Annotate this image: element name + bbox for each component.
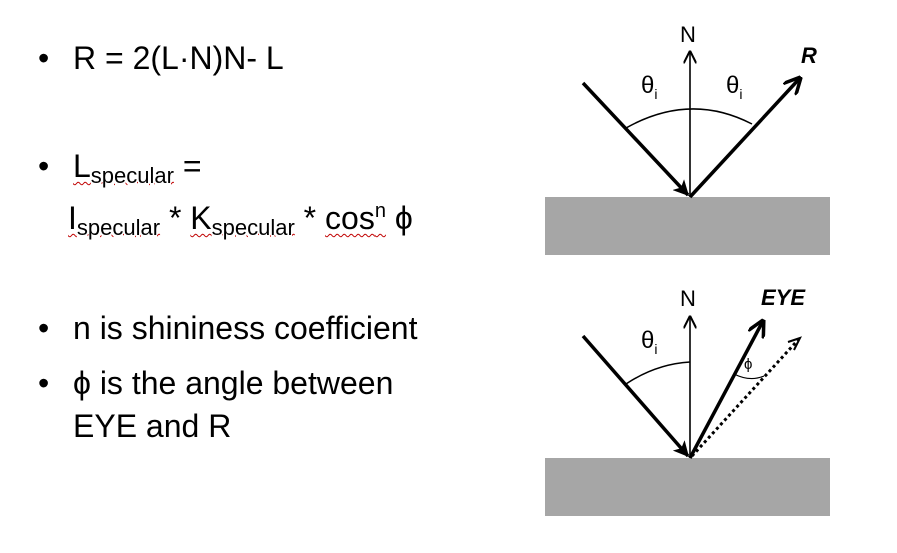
theta-incident-top: θi xyxy=(641,72,657,102)
i-specular: Ispecular xyxy=(68,200,161,240)
l-symbol: Lspecular xyxy=(73,148,174,188)
eye-arrow-bottom xyxy=(688,321,763,459)
bullet-marker: • xyxy=(38,40,50,76)
specular-lhs: Lspecular = xyxy=(73,148,202,188)
bullet-marker: • xyxy=(38,365,50,401)
shininess-text: n is shininess coefficient xyxy=(73,310,418,346)
cos-term: cosn xyxy=(325,200,386,236)
theta-reflect-top: θi xyxy=(726,72,742,102)
equals-sign: = xyxy=(173,148,202,184)
theta-incident-bottom: θi xyxy=(641,327,657,357)
angle-arc-bottom xyxy=(625,361,691,385)
incident-arrow-bottom xyxy=(581,334,690,458)
k-specular: Kspecular xyxy=(190,200,295,240)
surface-bottom xyxy=(545,458,830,516)
surface-top xyxy=(545,197,830,255)
bottom-diagram: N θi ϕ EYE xyxy=(545,285,830,516)
phi-angle-line1: ϕ is the angle between xyxy=(73,365,394,401)
bullet-marker: • xyxy=(38,148,50,184)
angle-arc-top xyxy=(625,108,753,129)
phi-arc-bottom xyxy=(733,373,765,380)
bullet-marker: • xyxy=(38,310,50,346)
bullet-list: • R = 2(L·N)N- L • Lspecular = Ispecular… xyxy=(38,40,418,444)
incident-arrow-top xyxy=(581,81,690,197)
reflect-dotted-arrowhead xyxy=(787,336,802,351)
reflect-arrow-top xyxy=(688,78,800,199)
phi-symbol: ϕ xyxy=(385,200,413,236)
normal-label-top: N xyxy=(680,22,696,47)
reflect-label-top: R xyxy=(801,43,817,68)
phi-angle-line2: EYE and R xyxy=(73,408,232,444)
normal-label-bottom: N xyxy=(680,286,696,311)
eye-label-bottom: EYE xyxy=(761,285,806,310)
top-diagram: N θi θi R xyxy=(545,22,830,255)
phi-label-bottom: ϕ xyxy=(744,356,752,373)
reflect-dotted-line xyxy=(690,338,800,458)
reflection-formula: R = 2(L·N)N- L xyxy=(73,40,284,76)
